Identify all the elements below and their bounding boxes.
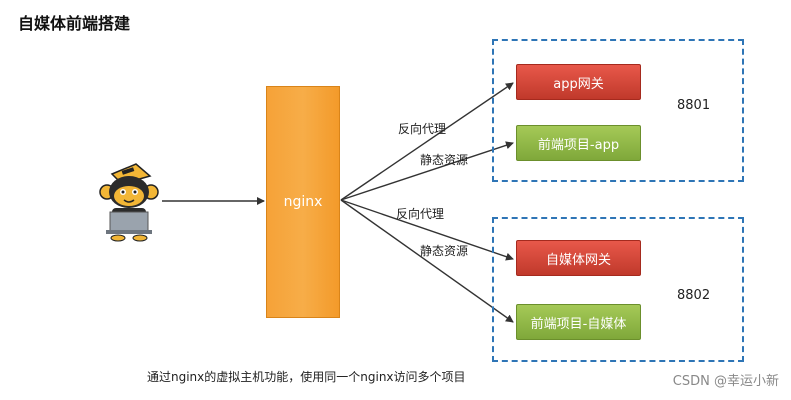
app-frontend-node: 前端项目-app [516,125,641,161]
arrow-nginx-to-media-gateway [340,199,514,261]
group-8801 [492,39,744,182]
label-reverse-proxy-2: 反向代理 [396,207,445,221]
user-avatar-icon [99,163,159,242]
media-gateway-node: 自媒体网关 [516,240,641,276]
group-8802 [492,217,744,362]
arrow-nginx-to-app-gateway [340,82,514,201]
arrow-nginx-to-media-frontend [340,199,514,323]
watermark: CSDN @幸运小新 [672,374,779,389]
label-static-resource-2: 静态资源 [420,244,469,258]
nginx-server: nginx [266,86,340,318]
page-title: 自媒体前端搭建 [18,14,131,33]
label-static-resource-1: 静态资源 [420,153,469,167]
port-8802: 8802 [677,288,711,303]
diagram-caption: 通过nginx的虚拟主机功能，使用同一个nginx访问多个项目 [147,370,466,384]
media-frontend-node: 前端项目-自媒体 [516,304,641,340]
arrow-nginx-to-app-frontend [340,141,514,201]
port-8801: 8801 [677,98,711,113]
app-gateway-node: app网关 [516,64,641,100]
label-reverse-proxy-1: 反向代理 [398,122,447,136]
